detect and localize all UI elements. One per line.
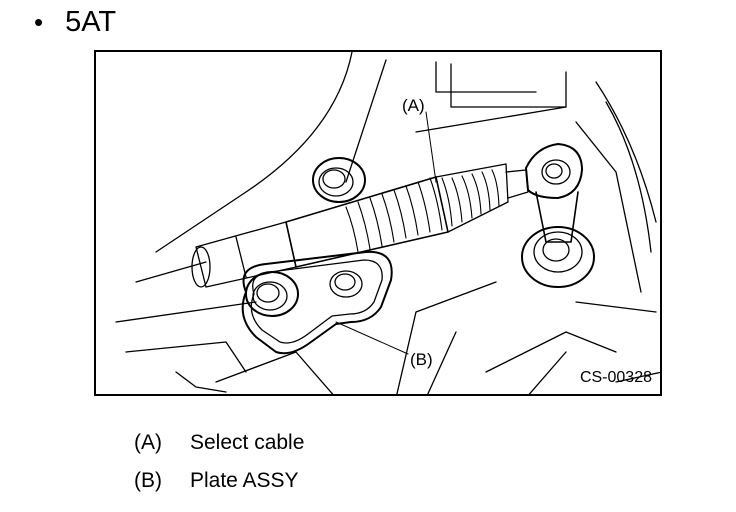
legend-key: (A) <box>134 431 162 454</box>
section-heading: • 5AT <box>34 4 116 40</box>
legend-label: Plate ASSY <box>190 469 299 492</box>
legend-key: (B) <box>134 469 162 492</box>
heading-text: 5AT <box>65 6 117 38</box>
select-cable-drawing <box>115 52 660 394</box>
legend-item: (B) Plate ASSY <box>134 462 304 500</box>
callout-a-label: (A) <box>402 96 425 115</box>
callout-b-label: (B) <box>410 350 433 369</box>
bullet-icon: • <box>34 7 44 37</box>
legend-label: Select cable <box>190 431 305 454</box>
technical-illustration: (A) (B) CS-00328 <box>94 50 662 396</box>
legend-item: (A) Select cable <box>134 424 304 462</box>
figure-legend: (A) Select cable (B) Plate ASSY <box>134 424 304 500</box>
figure-code: CS-00328 <box>579 369 652 386</box>
